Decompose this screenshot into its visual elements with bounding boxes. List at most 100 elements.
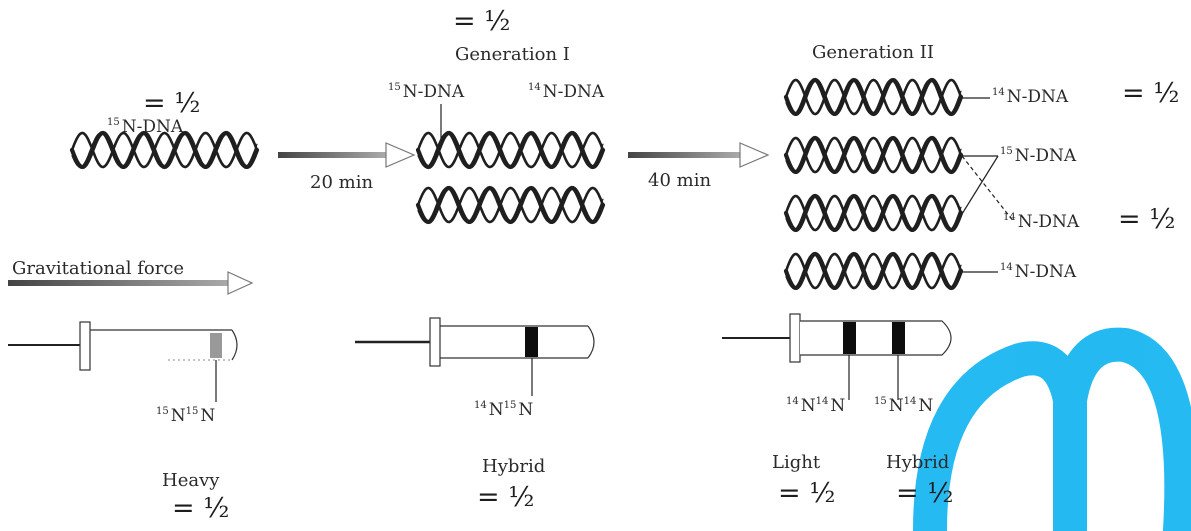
heavy-label: Heavy [162, 470, 220, 491]
gen2-dna-text-4: N-DNA [1014, 262, 1077, 282]
gen1-band-sup-a: 14 [474, 400, 487, 412]
dna-strand [783, 135, 964, 175]
gen2-light-n2: N [830, 396, 846, 416]
gen2-light-n1: N [800, 396, 816, 416]
dna-helix-gen0 [69, 130, 260, 170]
dna-strand [784, 252, 963, 290]
dna-helix-gen2-1 [783, 77, 964, 117]
gen1-dna-text-right: N-DNA [542, 82, 605, 102]
hybrid-fraction-gen2: = ½ [896, 478, 954, 509]
gen0-band-sup-b: 15 [185, 406, 199, 418]
gen2-hybrid-sup-a: 15 [874, 396, 887, 408]
gen2-fraction-3: = ½ [1118, 204, 1176, 235]
dna-strand [69, 130, 260, 170]
centrifuge-tube-gen0 [8, 321, 238, 402]
dna-strand [784, 194, 963, 232]
dna-strand [784, 136, 963, 174]
dna-strand [417, 132, 604, 168]
dna-band-hybrid [525, 327, 538, 357]
arrow-label-20-min: 20 min [310, 172, 374, 193]
gen2-fraction-1: = ½ [1122, 78, 1180, 109]
gen1-dna-sup-left: 15 [388, 82, 401, 94]
gen0-band-n2: N [200, 406, 216, 426]
arrow-label-40-min: 40 min [648, 170, 712, 191]
gen1-dna-text-left: N-DNA [402, 82, 465, 102]
dna-strand [70, 131, 259, 169]
gen2-hybrid-n2: N [918, 396, 934, 416]
gen0-dna-sup: 15 [107, 117, 120, 129]
gen1-dna-sup-right: 14 [528, 82, 541, 94]
gen2-dna-sup-4: 14 [1000, 262, 1013, 274]
hybrid-label-gen1: Hybrid [482, 456, 546, 477]
dna-strand [416, 131, 605, 169]
dna-helix-gen1-bottom [415, 185, 606, 225]
gen2-dna-sup-2: 15 [1000, 146, 1013, 158]
dna-strand [785, 79, 962, 115]
dna-strand [416, 186, 605, 224]
gen2-hybrid-sup-b: 14 [903, 396, 917, 408]
gen2-light-sup-b: 14 [815, 396, 829, 408]
centrifuge-tube-gen1 [355, 317, 595, 396]
gen1-fraction-top: = ½ [453, 6, 511, 37]
dna-strand [783, 193, 964, 233]
heavy-fraction: = ½ [172, 493, 230, 524]
gen2-dna-text-3: N-DNA [1017, 212, 1080, 232]
leader-line-gen2-2b [961, 155, 999, 215]
gen2-dna-sup-3: 14 [1003, 212, 1016, 224]
dna-strand [71, 132, 258, 168]
gravitational-force-label: Gravitational force [12, 258, 185, 279]
dna-strand [785, 195, 962, 231]
dna-strand [784, 78, 963, 116]
light-label: Light [772, 452, 821, 473]
gen2-dna-text-2: N-DNA [1014, 146, 1077, 166]
arrow-40-min [628, 142, 770, 168]
gen2-light-sup-a: 14 [786, 396, 799, 408]
dna-strand [783, 77, 964, 117]
centrifuge-tube-gen2 [722, 313, 952, 400]
dna-helix-gen2-2 [783, 135, 964, 175]
gen2-dna-text-1: N-DNA [1006, 87, 1069, 107]
dna-band-heavy [210, 333, 222, 358]
gen1-band-sup-b: 15 [503, 400, 517, 412]
arrow-20-min [278, 142, 416, 168]
dna-strand [417, 187, 604, 223]
dna-strand [785, 253, 962, 289]
dna-strand [783, 251, 964, 291]
light-fraction: = ½ [778, 478, 836, 509]
gen0-band-sup-a: 15 [156, 406, 169, 418]
dna-helix-gen2-3 [783, 193, 964, 233]
gen0-band-n1: N [170, 406, 186, 426]
dna-band-hybrid-gen2 [892, 322, 905, 354]
gen2-hybrid-n1: N [888, 396, 904, 416]
gen1-band-n1: N [488, 400, 504, 420]
gen0-dna-text: N-DNA [121, 117, 184, 137]
arrow-gravitational-force [8, 271, 254, 295]
watermark-logo [913, 327, 1191, 531]
gen2-dna-sup-1: 14 [992, 87, 1005, 99]
generation-i-title: Generation I [455, 44, 570, 65]
generation-ii-title: Generation II [812, 42, 934, 63]
hybrid-fraction-gen1: = ½ [477, 482, 535, 513]
gen1-band-n2: N [518, 400, 534, 420]
hybrid-label-gen2: Hybrid [886, 452, 950, 473]
gen0-fraction: = ½ [143, 88, 201, 119]
dna-strand [415, 185, 606, 225]
dna-strand [415, 130, 606, 170]
dna-helix-gen2-4 [783, 251, 964, 291]
dna-strand [785, 137, 962, 173]
leader-line-gen2-3 [961, 155, 1015, 223]
dna-helix-gen1-top [415, 130, 606, 170]
dna-band-light [843, 322, 856, 354]
